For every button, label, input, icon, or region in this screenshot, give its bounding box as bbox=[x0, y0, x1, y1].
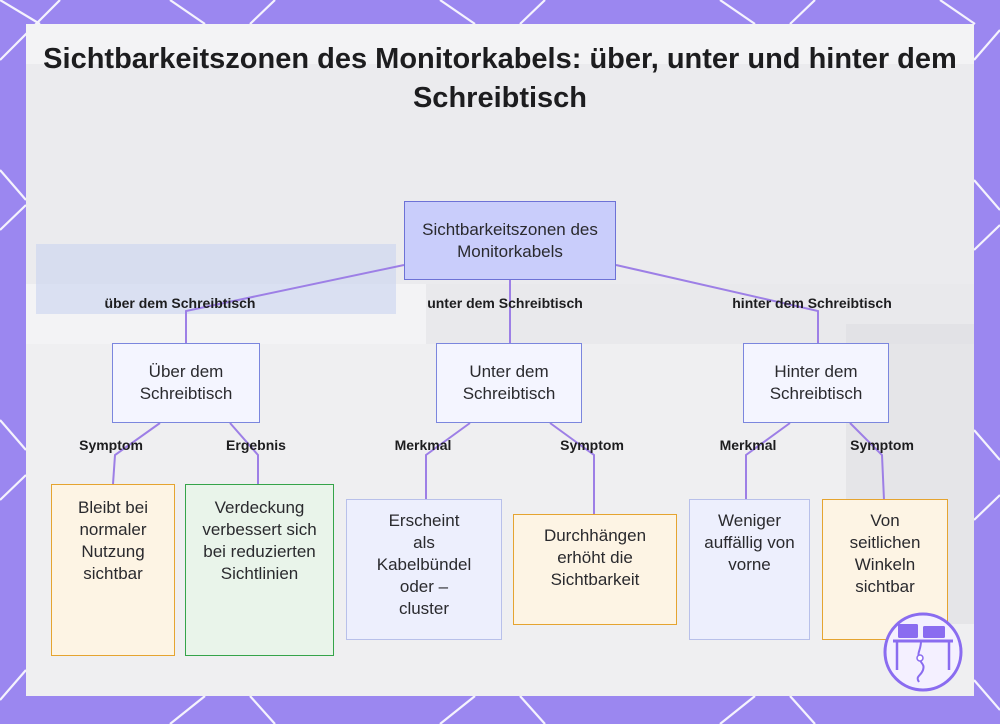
leaf-weniger-auffaellig[interactable]: Weniger auffällig von vorne bbox=[689, 499, 810, 640]
node-hinter-dem-schreibtisch[interactable]: Hinter dem Schreibtisch bbox=[743, 343, 889, 423]
edge-label-ueber: über dem Schreibtisch bbox=[105, 295, 256, 311]
desk-setup-logo-icon bbox=[881, 610, 965, 694]
leaf-kabelbuendel[interactable]: Erscheint als Kabelbündel oder – cluster bbox=[346, 499, 502, 640]
node-unter-dem-schreibtisch[interactable]: Unter dem Schreibtisch bbox=[436, 343, 582, 423]
edge-label-symptom: Symptom bbox=[79, 437, 143, 453]
edge-label-merkmal: Merkmal bbox=[395, 437, 452, 453]
edge-label-symptom: Symptom bbox=[560, 437, 624, 453]
edge-label-symptom: Symptom bbox=[850, 437, 914, 453]
edge-label-hinter: hinter dem Schreibtisch bbox=[732, 295, 891, 311]
node-ueber-dem-schreibtisch[interactable]: Über dem Schreibtisch bbox=[112, 343, 260, 423]
leaf-durchhaengen[interactable]: Durchhängen erhöht die Sichtbarkeit bbox=[513, 514, 677, 625]
leaf-verdeckung-verbessert[interactable]: Verdeckung verbessert sich bei reduziert… bbox=[185, 484, 334, 656]
edge-label-merkmal: Merkmal bbox=[720, 437, 777, 453]
leaf-bleibt-sichtbar[interactable]: Bleibt bei normaler Nutzung sichtbar bbox=[51, 484, 175, 656]
root-node[interactable]: Sichtbarkeitszonen des Monitorkabels bbox=[404, 201, 616, 280]
edge-label-ergebnis: Ergebnis bbox=[226, 437, 286, 453]
edge-label-unter: unter dem Schreibtisch bbox=[427, 295, 583, 311]
